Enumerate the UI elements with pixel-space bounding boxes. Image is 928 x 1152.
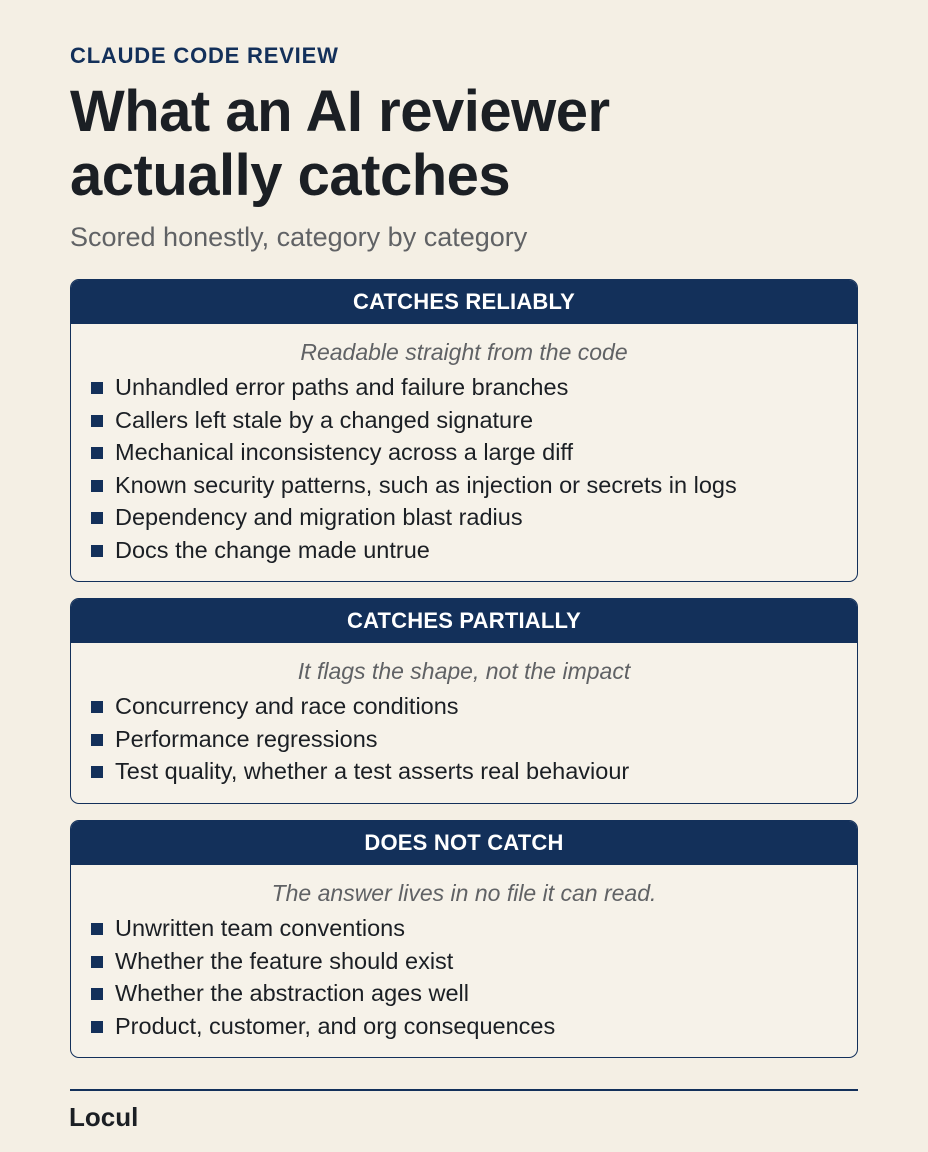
- list-item-text: Unwritten team conventions: [115, 915, 405, 941]
- list-item-text: Test quality, whether a test asserts rea…: [115, 758, 630, 784]
- square-bullet-icon: [91, 955, 103, 968]
- square-bullet-icon: [91, 766, 103, 778]
- list-item-text: Callers left stale by a changed signatur…: [115, 406, 534, 433]
- square-bullet-icon: [91, 544, 103, 557]
- square-bullet-icon: [91, 382, 103, 394]
- square-bullet-icon: [91, 988, 103, 1000]
- square-bullet-icon: [91, 447, 103, 459]
- section-heading: CATCHES RELIABLY: [71, 280, 857, 324]
- section-item-list: Unhandled error paths and failure branch…: [71, 371, 857, 566]
- page-title-line-2: actually catches: [70, 143, 511, 208]
- square-bullet-icon: [91, 733, 103, 746]
- list-item-text: Known security patterns, such as injecti…: [115, 471, 737, 498]
- section-catches-partially: CATCHES PARTIALLY It flags the shape, no…: [70, 598, 858, 804]
- section-note: It flags the shape, not the impact: [297, 658, 631, 684]
- page-title: What an AI reviewer actually catches: [70, 80, 858, 208]
- section-heading: DOES NOT CATCH: [71, 821, 857, 865]
- section-item-list: Concurrency and race conditions Performa…: [71, 690, 857, 788]
- section-does-not-catch: DOES NOT CATCH The answer lives in no fi…: [70, 820, 858, 1058]
- section-heading: CATCHES PARTIALLY: [71, 599, 857, 643]
- square-bullet-icon: [91, 701, 103, 713]
- list-item: Whether the feature should exist: [91, 945, 857, 978]
- list-item: Unwritten team conventions: [91, 912, 857, 945]
- list-item-text: Performance regressions: [115, 725, 378, 752]
- list-item-text: Whether the abstraction ages well: [115, 980, 469, 1006]
- section-item-list: Unwritten team conventions Whether the f…: [71, 912, 857, 1042]
- list-item: Unhandled error paths and failure branch…: [91, 371, 857, 404]
- square-bullet-icon: [91, 414, 103, 427]
- list-item: Mechanical inconsistency across a large …: [91, 436, 857, 469]
- list-item-text: Mechanical inconsistency across a large …: [115, 439, 574, 465]
- section-catches-reliably: CATCHES RELIABLY Readable straight from …: [70, 279, 858, 582]
- list-item-text: Whether the feature should exist: [115, 947, 454, 974]
- square-bullet-icon: [91, 923, 103, 935]
- page-subtitle: Scored honestly, category by category: [70, 222, 528, 252]
- list-item: Concurrency and race conditions: [91, 690, 857, 723]
- list-item: Performance regressions: [91, 723, 857, 756]
- list-item-text: Concurrency and race conditions: [115, 693, 459, 719]
- square-bullet-icon: [91, 512, 103, 524]
- list-item: Docs the change made untrue: [91, 534, 857, 567]
- footer-divider: [70, 1089, 858, 1091]
- list-item-text: Unhandled error paths and failure branch…: [115, 374, 569, 400]
- list-item-text: Dependency and migration blast radius: [115, 504, 523, 530]
- list-item-text: Docs the change made untrue: [115, 536, 430, 563]
- list-item: Known security patterns, such as injecti…: [91, 469, 857, 502]
- list-item: Whether the abstraction ages well: [91, 977, 857, 1010]
- section-note: The answer lives in no file it can read.: [271, 880, 657, 906]
- square-bullet-icon: [91, 1020, 103, 1033]
- list-item-text: Product, customer, and org consequences: [115, 1012, 556, 1039]
- page-title-line-1: What an AI reviewer: [70, 79, 610, 144]
- square-bullet-icon: [91, 479, 103, 492]
- list-item: Dependency and migration blast radius: [91, 501, 857, 534]
- page-header: CLAUDE CODE REVIEW What an AI reviewer a…: [70, 42, 858, 254]
- brand-logo-text: Locul: [69, 1102, 139, 1132]
- list-item: Test quality, whether a test asserts rea…: [91, 755, 857, 788]
- section-note: Readable straight from the code: [300, 339, 628, 365]
- eyebrow-label: CLAUDE CODE REVIEW: [70, 43, 339, 68]
- list-item: Product, customer, and org consequences: [91, 1010, 857, 1043]
- list-item: Callers left stale by a changed signatur…: [91, 404, 857, 437]
